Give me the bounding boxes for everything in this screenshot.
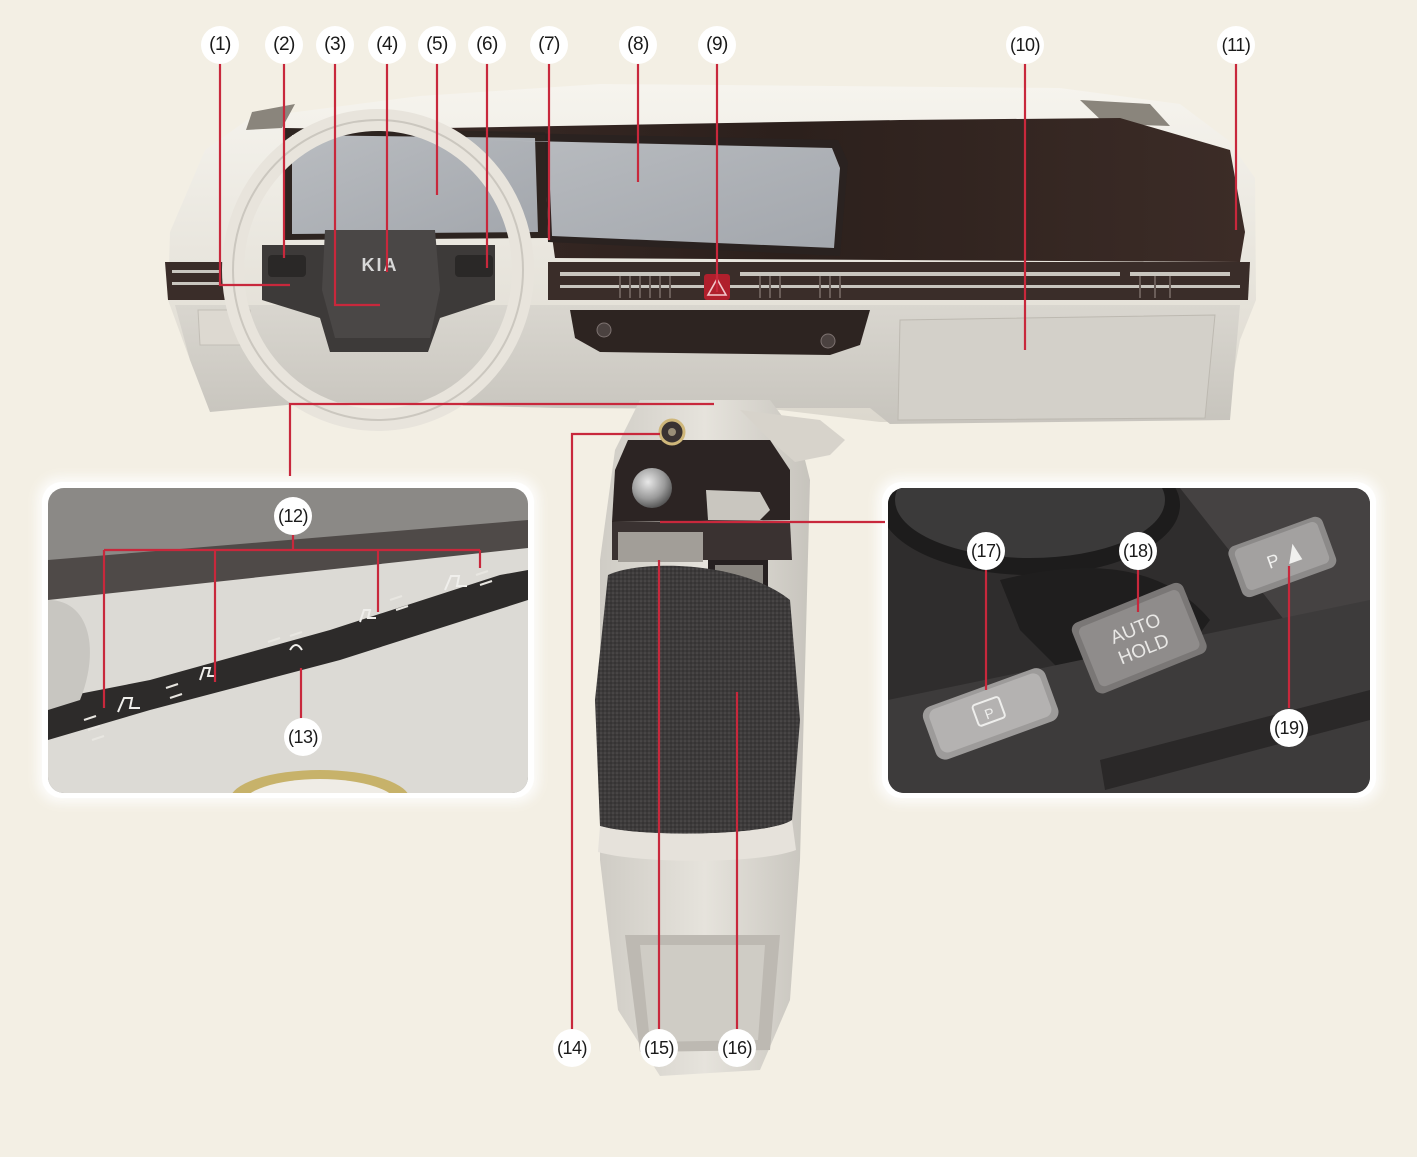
callout-8: (8) — [619, 26, 657, 64]
parking-switch-inset: AUTO HOLD P P — [878, 478, 1380, 802]
callout-2: (2) — [265, 26, 303, 64]
callout-10: (10) — [1006, 26, 1044, 64]
callout-9: (9) — [698, 26, 736, 64]
callout-13: (13) — [284, 718, 322, 756]
callout-19: (19) — [1270, 709, 1308, 747]
callout-3: (3) — [316, 26, 354, 64]
callout-11: (11) — [1217, 26, 1255, 64]
callout-7: (7) — [530, 26, 568, 64]
callout-4: (4) — [368, 26, 406, 64]
callout-6: (6) — [468, 26, 506, 64]
callout-14: (14) — [553, 1029, 591, 1067]
callout-12: (12) — [274, 497, 312, 535]
dashboard — [165, 84, 1256, 424]
callout-18: (18) — [1119, 532, 1157, 570]
leader-lines — [218, 63, 1238, 1030]
callout-15: (15) — [640, 1029, 678, 1067]
seat-switch-inset — [38, 478, 538, 802]
callout-1: (1) — [201, 26, 239, 64]
center-console — [595, 400, 845, 1076]
callout-17: (17) — [967, 532, 1005, 570]
kia-logo: KIA — [362, 255, 399, 275]
callout-5: (5) — [418, 26, 456, 64]
callout-16: (16) — [718, 1029, 756, 1067]
steering-wheel: KIA — [222, 109, 534, 431]
